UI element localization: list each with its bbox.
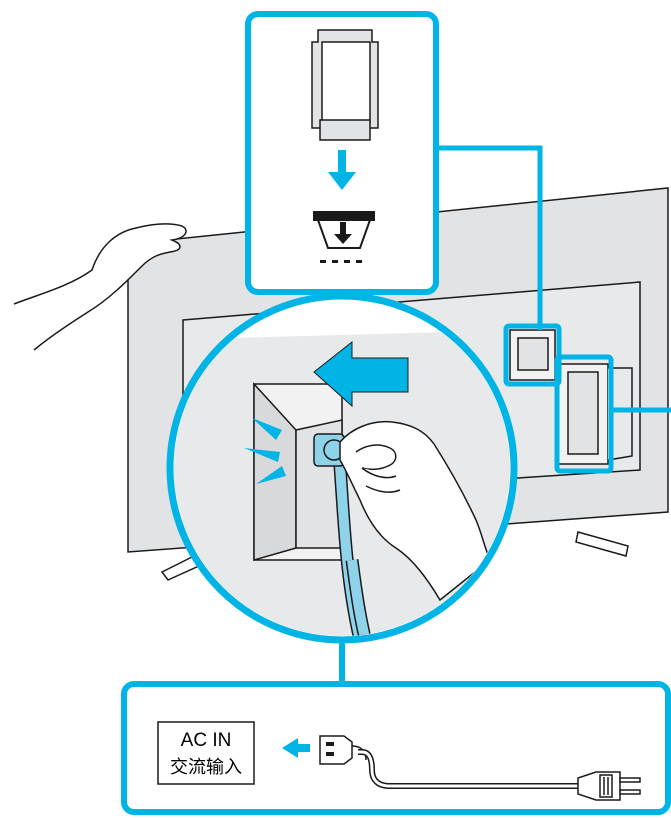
magnified-view bbox=[160, 296, 520, 684]
ac-in-socket bbox=[254, 384, 342, 560]
ac-in-callout-panel: AC IN 交流输入 bbox=[124, 684, 668, 812]
ci-module-icon bbox=[312, 30, 378, 140]
ac-in-label-chinese: 交流输入 bbox=[170, 757, 242, 778]
ci-callout-panel bbox=[248, 14, 436, 292]
ac-in-label: AC IN bbox=[181, 730, 232, 751]
